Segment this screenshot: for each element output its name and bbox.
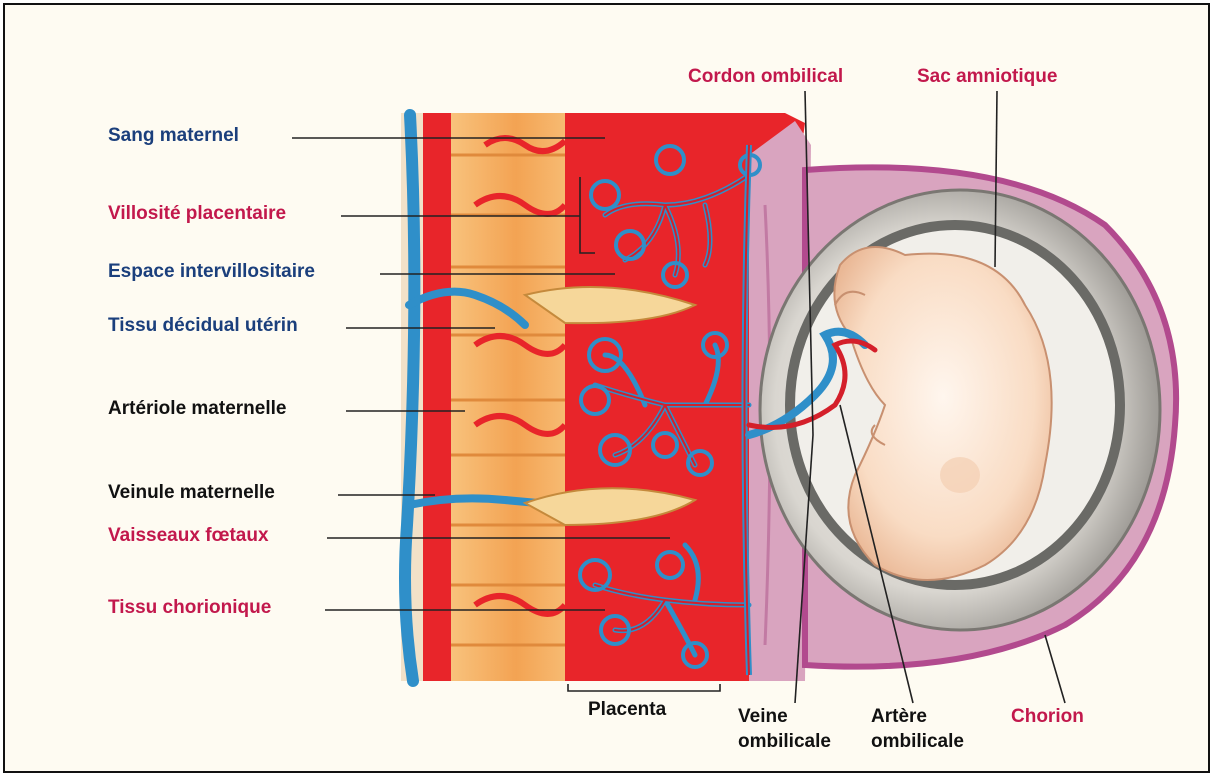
label-arteriole-maternelle: Artériole maternelle xyxy=(108,399,286,418)
label-vaisseaux-foetaux: Vaisseaux fœtaux xyxy=(108,526,269,545)
label-placenta: Placenta xyxy=(588,700,666,719)
label-veine-ombilicale-line1: Veine xyxy=(738,707,788,726)
label-tissu-decidual-uterin: Tissu décidual utérin xyxy=(108,316,298,335)
label-chorion: Chorion xyxy=(1011,707,1084,726)
uterine-wall xyxy=(401,113,581,681)
maternal-blood-layer xyxy=(423,113,453,681)
diagram-frame: Sang maternel Villosité placentaire Espa… xyxy=(3,3,1210,773)
label-veine-ombilicale-line2: ombilicale xyxy=(738,732,831,751)
label-cordon-ombilical: Cordon ombilical xyxy=(688,67,843,86)
label-sang-maternel: Sang maternel xyxy=(108,126,239,145)
label-artere-ombilicale-line2: ombilicale xyxy=(871,732,964,751)
placenta-bracket xyxy=(568,684,720,691)
label-veinule-maternelle: Veinule maternelle xyxy=(108,483,275,502)
label-villosite-placentaire: Villosité placentaire xyxy=(108,204,286,223)
label-artere-ombilicale-line1: Artère xyxy=(871,707,927,726)
label-espace-intervillositaire: Espace intervillositaire xyxy=(108,262,315,281)
placenta-illustration xyxy=(5,5,1210,773)
label-sac-amniotique: Sac amniotique xyxy=(917,67,1057,86)
label-tissu-chorionique: Tissu chorionique xyxy=(108,598,271,617)
